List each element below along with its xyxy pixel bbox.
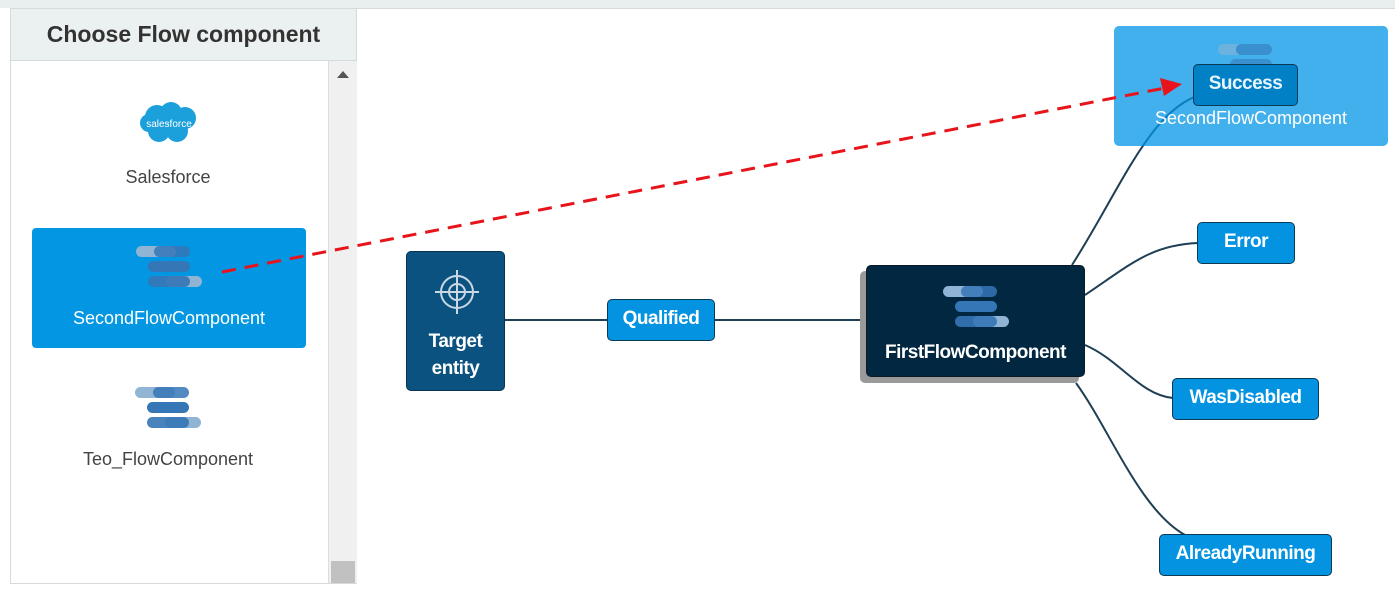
scrollbar-thumb[interactable] bbox=[331, 561, 355, 583]
component-item-salesforce[interactable]: salesforce Salesforce bbox=[31, 89, 305, 209]
target-entity-label: Target entity bbox=[428, 331, 483, 379]
drag-ghost-label: SecondFlowComponent bbox=[1154, 108, 1348, 128]
scroll-up-arrow-icon[interactable] bbox=[337, 71, 349, 78]
target-entity-node[interactable]: Target entity bbox=[406, 251, 505, 391]
component-item-teo-flowcomponent[interactable]: Teo_FlowComponent bbox=[31, 371, 305, 491]
flow-component-icon bbox=[136, 246, 202, 287]
output-alreadyrunning[interactable]: AlreadyRunning bbox=[1159, 534, 1332, 576]
output-wasdisabled[interactable]: WasDisabled bbox=[1172, 378, 1319, 420]
component-label: Salesforce bbox=[125, 167, 211, 187]
component-item-secondflowcomponent[interactable]: SecondFlowComponent bbox=[32, 228, 306, 348]
qualified-node[interactable]: Qualified bbox=[607, 299, 715, 341]
output-error[interactable]: Error bbox=[1197, 222, 1295, 264]
firstflowcomponent-node[interactable]: FirstFlowComponent bbox=[866, 265, 1085, 377]
component-panel: Choose Flow component salesforce Salesfo… bbox=[10, 8, 357, 584]
scrollbar[interactable] bbox=[328, 61, 357, 583]
component-label: SecondFlowComponent bbox=[72, 308, 266, 328]
flow-component-icon bbox=[943, 286, 1009, 327]
svg-text:salesforce: salesforce bbox=[146, 119, 192, 130]
target-icon bbox=[435, 270, 479, 314]
salesforce-logo-icon: salesforce bbox=[140, 102, 196, 142]
top-frame bbox=[0, 0, 1395, 8]
component-label: Teo_FlowComponent bbox=[82, 449, 254, 469]
panel-title: Choose Flow component bbox=[11, 9, 356, 61]
output-success[interactable]: Success bbox=[1193, 64, 1298, 106]
flow-component-icon bbox=[135, 387, 201, 428]
firstflowcomponent-label: FirstFlowComponent bbox=[885, 342, 1066, 363]
